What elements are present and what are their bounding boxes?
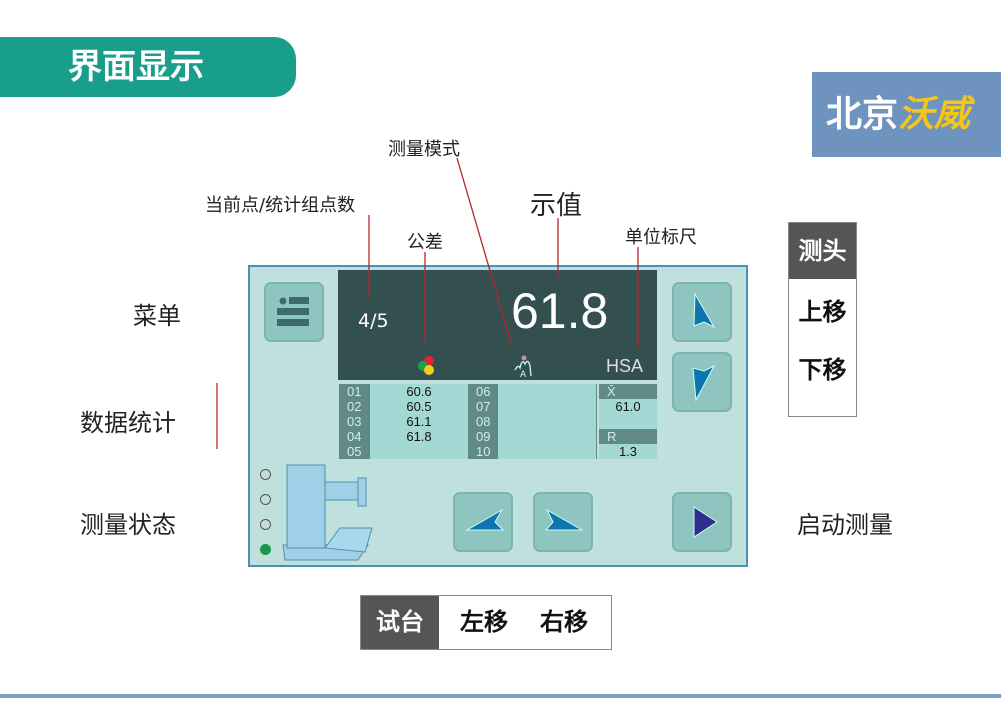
arrow-down-icon xyxy=(692,364,716,402)
status-light-3 xyxy=(260,519,271,530)
label-status: 测量状态 xyxy=(80,511,176,539)
start-measure-button[interactable] xyxy=(672,492,732,552)
label-stats: 数据统计 xyxy=(80,409,176,437)
stage-right-button[interactable] xyxy=(533,492,593,552)
probe-up-label: 上移 xyxy=(798,298,847,326)
section-title: 界面显示 xyxy=(0,37,296,97)
stage-right-label: 右移 xyxy=(540,608,588,636)
status-light-1 xyxy=(260,469,271,480)
status-light-2 xyxy=(260,494,271,505)
annotation-point: 当前点/统计组点数 xyxy=(205,195,356,216)
brand-logo: 北京沃威 xyxy=(812,72,1001,157)
annotation-value: 示值 xyxy=(530,191,583,221)
probe-down-button[interactable] xyxy=(672,352,732,412)
probe-title: 测头 xyxy=(789,223,856,279)
menu-icon xyxy=(277,297,309,326)
display-screen: 4/5 61.8 HSA A xyxy=(338,270,657,380)
menu-button[interactable] xyxy=(264,282,324,342)
tolerance-icon xyxy=(418,356,434,375)
svg-text:A: A xyxy=(520,370,527,378)
point-count: 4/5 xyxy=(358,310,389,332)
unit-scale: HSA xyxy=(606,356,644,376)
arrow-right-icon xyxy=(544,508,584,531)
annotation-unit: 单位标尺 xyxy=(625,227,697,248)
label-start: 启动测量 xyxy=(797,511,893,539)
stats-values-right xyxy=(498,384,597,459)
status-light-4-active xyxy=(260,544,271,555)
annotation-mode: 测量模式 xyxy=(388,139,460,160)
probe-control-box: 测头 上移 下移 xyxy=(788,222,857,417)
label-menu: 菜单 xyxy=(133,302,181,330)
arrow-left-icon xyxy=(465,508,505,531)
arrow-up-icon xyxy=(693,292,716,329)
stage-left-button[interactable] xyxy=(453,492,513,552)
stage-left-label: 左移 xyxy=(460,608,508,636)
play-icon xyxy=(693,506,718,538)
probe-down-label: 下移 xyxy=(798,356,847,384)
reading-value: 61.8 xyxy=(511,283,609,339)
hardness-tester-illustration xyxy=(282,464,373,561)
annotation-tolerance: 公差 xyxy=(407,232,443,253)
measure-mode-icon: A xyxy=(514,355,532,378)
stats-summary: X̄ 61.0 R 1.3 xyxy=(599,384,657,459)
probe-up-button[interactable] xyxy=(672,282,732,342)
stage-title: 试台 xyxy=(361,596,439,649)
footer-divider xyxy=(0,694,1001,698)
stage-control-box: 试台 左移 右移 xyxy=(360,595,612,650)
